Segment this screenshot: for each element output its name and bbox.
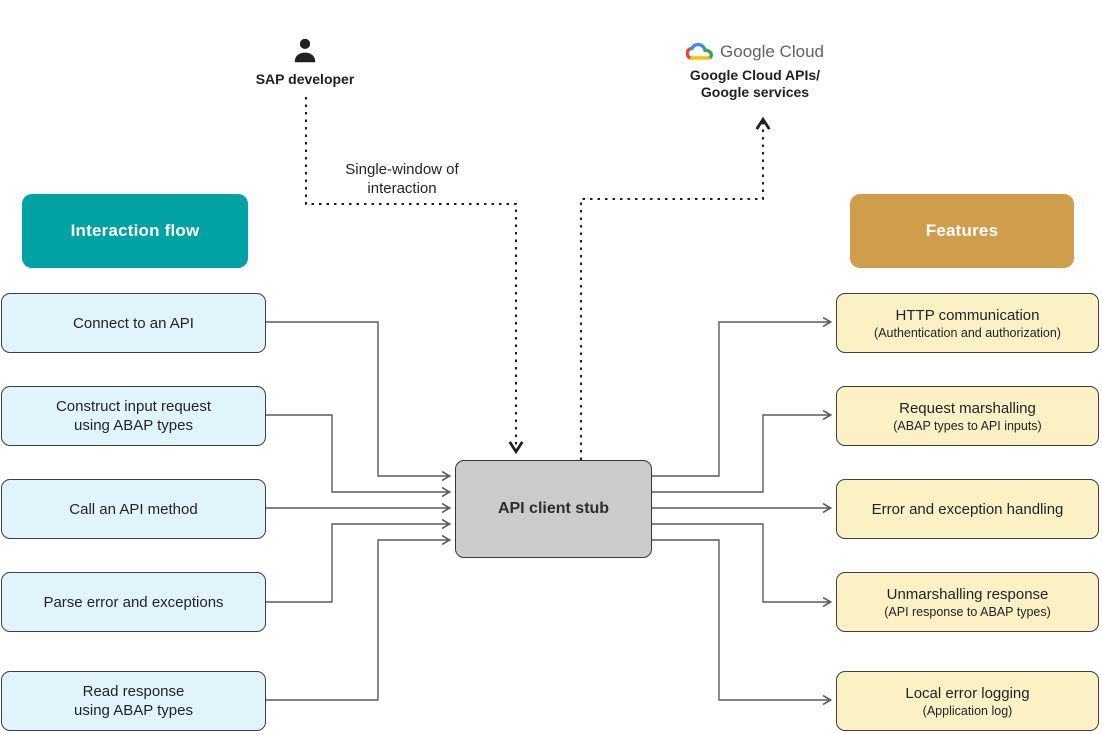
edge-connect-to-api [266,321,452,482]
edge-request-marshalling [652,409,833,493]
single-window-annotation: Single-window of interaction [345,161,459,197]
edge-unmarshalling [652,523,833,608]
interaction-flow-header: Interaction flow [22,194,248,268]
node-error-exception-handling: Error and exception handling [836,479,1099,539]
edge-stub-to-google-cloud [579,116,771,460]
node-call-api-method: Call an API method [1,479,266,539]
node-read-response: Read response using ABAP types [1,671,266,731]
node-parse-error-exceptions: Parse error and exceptions [1,572,266,632]
google-cloud-logo-text: Google Cloud [720,42,824,61]
edge-local-logging [652,539,833,706]
node-unmarshalling-response: Unmarshalling response (API response to … [836,572,1099,632]
edge-sap-developer-to-stub [304,97,524,455]
google-cloud-apis-label: Google Cloud APIs/ Google services [689,67,821,100]
node-api-client-stub: API client stub [455,460,652,558]
actor-google-cloud: Google Cloud Google Cloud APIs/ Google s… [660,42,850,101]
features-header: Features [850,194,1074,268]
node-connect-to-api: Connect to an API [1,293,266,353]
edge-parse-errors [266,518,452,603]
node-local-error-logging: Local error logging (Application log) [836,671,1099,731]
person-icon [294,38,316,63]
node-http-communication: HTTP communication (Authentication and a… [836,293,1099,353]
sap-developer-label: SAP developer [255,71,355,87]
edge-construct-request [266,414,452,498]
google-cloud-logo: Google Cloud [686,42,824,62]
edge-http-communication [652,316,833,477]
google-cloud-logo-icon [686,42,714,60]
edge-read-response [266,534,452,701]
node-construct-input-request: Construct input request using ABAP types [1,386,266,446]
actor-sap-developer: SAP developer [230,36,380,88]
node-request-marshalling: Request marshalling (ABAP types to API i… [836,386,1099,446]
